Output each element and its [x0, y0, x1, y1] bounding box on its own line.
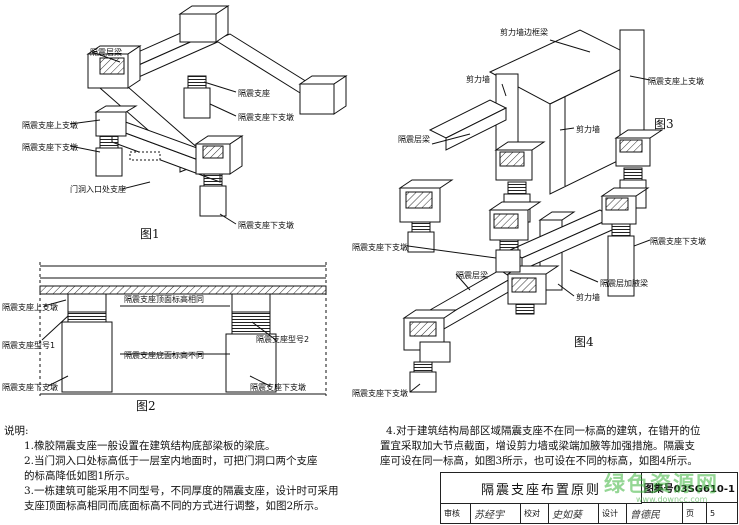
note-4a: 4.对于建筑结构局部区域隔震支座不在同一标高的建筑，在错开的位	[386, 425, 701, 437]
check-signature: 史如葵	[549, 503, 599, 523]
fig2-label-model: 隔震支座型号1	[2, 340, 55, 350]
fig3-label-shear-wall: 剪力墙	[466, 74, 490, 84]
fig1-label-door: 门洞入口处支座	[70, 184, 126, 194]
page-label: 页	[683, 503, 707, 523]
fig2-label-upper-pier: 隔震支座上支墩	[2, 302, 58, 312]
note-1: 1.橡胶隔震支座一般设置在建筑结构底部梁板的梁底。	[24, 440, 276, 452]
fig1-label-upper-pier: 隔震支座上支墩	[22, 120, 78, 130]
fig4-labels: 隔震支座下支墩 隔震支座下支墩 隔震层梁 隔震层加腋梁 剪力墙 隔震支座下支墩	[352, 236, 706, 398]
fig4-label-lower-pier: 隔震支座下支墩	[352, 242, 408, 252]
fig4-caption: 图4	[574, 335, 594, 349]
notes-right: 4.对于建筑结构局部区域隔震支座不在同一标高的建筑，在错开的位 置宜采取加大节点…	[380, 424, 726, 469]
design-signature: 曾德民	[627, 503, 683, 523]
fig1-label-bearing: 隔震支座	[238, 88, 270, 98]
watermark: 绿色资源网	[604, 472, 719, 496]
fig2-label-bottom-diff: 隔震支座底面标高不同	[124, 350, 204, 360]
notes-heading: 说明:	[4, 425, 29, 437]
figure-1: 图1	[69, 5, 348, 241]
sheet-title: 隔震支座布置原则	[441, 473, 642, 504]
fig3-labels: 剪力墙边框梁 剪力墙 隔震支座上支墩 隔震层梁 剪力墙	[398, 27, 704, 144]
figure-2: 图2	[39, 262, 327, 413]
note-3a: 3.一栋建筑可能采用不同型号，不同厚度的隔震支座，设计时可采用	[24, 485, 339, 497]
fig1-labels: 隔震层梁 隔震支座 隔震支座下支墩 隔震支座上支墩 隔震支座下支墩 门洞入口处支…	[22, 48, 294, 230]
note-3b: 支座顶面标高相同而底面标高不同的方式进行调整，如图2所示。	[24, 500, 325, 512]
check-label: 校对	[521, 503, 549, 523]
note-2a: 2.当门洞入口处标高低于一层室内地面时，可把门洞口两个支座	[24, 455, 318, 467]
atlas-number: 图集号03SG610-1	[641, 473, 737, 503]
review-label: 审核	[441, 503, 471, 523]
fig2-label-lower-pier-right: 隔震支座下支墩	[250, 382, 306, 392]
fig2-caption: 图2	[136, 399, 156, 413]
fig2-label-model2: 隔震支座型号2	[256, 334, 309, 344]
fig1-label-lower-pier-2: 隔震支座下支墩	[22, 142, 78, 152]
watermark-url: www.downcc.com	[636, 495, 708, 504]
signature-row: 审核 苏经宇 校对 史如葵 设计 曾德民 页 5	[441, 503, 737, 523]
fig4-label-haunch: 隔震层加腋梁	[600, 278, 648, 288]
fig3-caption: 图3	[654, 117, 674, 131]
fig4-label-shear-wall: 剪力墙	[576, 292, 600, 302]
review-signature: 苏经宇	[471, 503, 521, 523]
fig1-label-beam: 隔震层梁	[90, 48, 122, 57]
fig1-label-lower-pier-3: 隔震支座下支墩	[238, 220, 294, 230]
design-label: 设计	[599, 503, 627, 523]
fig1-label-lower-pier: 隔震支座下支墩	[238, 112, 294, 122]
fig2-label-top-same: 隔震支座顶面标高相同	[124, 294, 204, 304]
fig3-label-beam: 隔震层梁	[398, 135, 430, 144]
note-2b: 的标高降低如图1所示。	[24, 470, 136, 482]
fig2-labels: 隔震支座上支墩 隔震支座顶面标高相同 隔震支座型号1 隔震支座型号2 隔震支座底…	[2, 294, 309, 392]
title-block: 隔震支座布置原则 图集号03SG610-1 审核 苏经宇 校对 史如葵 设计 曾…	[440, 472, 738, 524]
fig3-label-shear-wall-2: 剪力墙	[576, 124, 600, 134]
fig3-label-upper-pier: 隔震支座上支墩	[648, 76, 704, 86]
fig2-label-lower-pier-left: 隔震支座下支墩	[2, 382, 58, 392]
fig1-caption: 图1	[140, 227, 160, 241]
notes-left: 说明: 1.橡胶隔震支座一般设置在建筑结构底部梁板的梁底。 2.当门洞入口处标高…	[4, 424, 364, 514]
page-number: 5	[710, 508, 716, 518]
note-4c: 座可设在同一标高，如图3所示，也可设在不同的标高，如图4所示。	[380, 455, 698, 467]
fig4-label-beam: 隔震层梁	[456, 271, 488, 280]
figure-4: 图4	[402, 187, 651, 393]
fig4-label-lower-pier-bottom: 隔震支座下支墩	[352, 388, 408, 398]
note-4b: 置宜采取加大节点截面，增设剪力墙或梁端加腋等加强措施。隔震支	[380, 440, 695, 452]
fig4-label-lower-pier-right: 隔震支座下支墩	[650, 236, 706, 246]
fig3-label-frame: 剪力墙边框梁	[500, 27, 548, 37]
